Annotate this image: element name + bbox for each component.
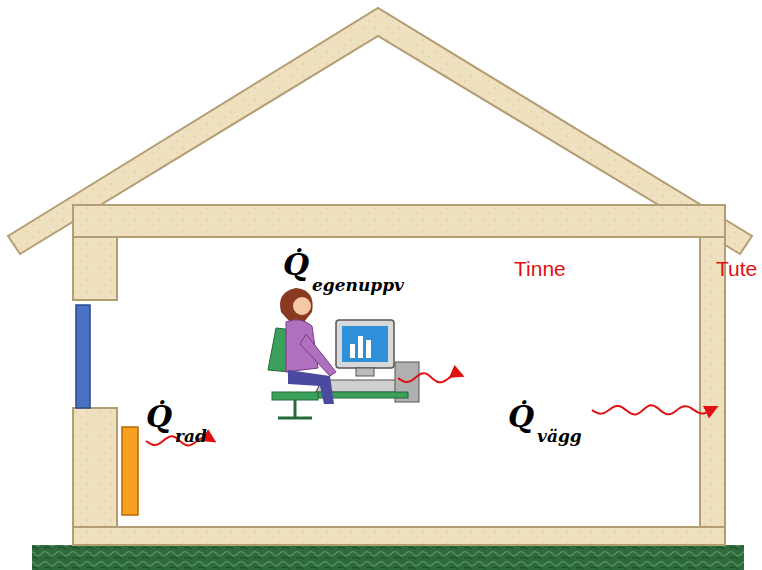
right-wall (700, 237, 725, 527)
person-at-computer (358, 336, 363, 358)
person-at-computer (278, 417, 312, 420)
ground (32, 545, 744, 570)
heat-flow-arrow (398, 373, 462, 382)
temperature-label: Tinne (514, 258, 566, 279)
monitor-stand (356, 368, 374, 376)
person-at-computer (294, 400, 297, 418)
floor (73, 527, 725, 545)
person-at-computer (268, 288, 419, 418)
heat-flow-arrows (146, 373, 716, 445)
person-at-computer (350, 344, 355, 358)
heat-flow-arrow (592, 405, 716, 414)
screen (342, 326, 388, 362)
person-at-computer (366, 340, 371, 358)
face (293, 297, 311, 315)
temperature-label: Tute (716, 258, 757, 279)
arm (300, 334, 336, 376)
legs (288, 370, 334, 404)
heat-symbol: Q̇ (283, 250, 309, 280)
radiator (122, 427, 138, 515)
subscript: vägg (537, 428, 582, 445)
subscript: rad (175, 428, 207, 445)
subscript: egenuppv (312, 277, 404, 294)
heat-symbol: Q̇ (508, 402, 534, 432)
roof (8, 8, 752, 254)
walls (73, 237, 725, 545)
left-wall (73, 408, 117, 527)
ceiling (73, 205, 725, 237)
radiator (122, 427, 138, 515)
window (76, 305, 90, 408)
chair-seat (272, 392, 318, 400)
left-wall (73, 237, 117, 300)
monitor (336, 320, 394, 368)
roof (8, 8, 752, 254)
hair (280, 288, 313, 322)
heat-symbol: Q̇ (146, 402, 172, 432)
ground (32, 545, 744, 570)
